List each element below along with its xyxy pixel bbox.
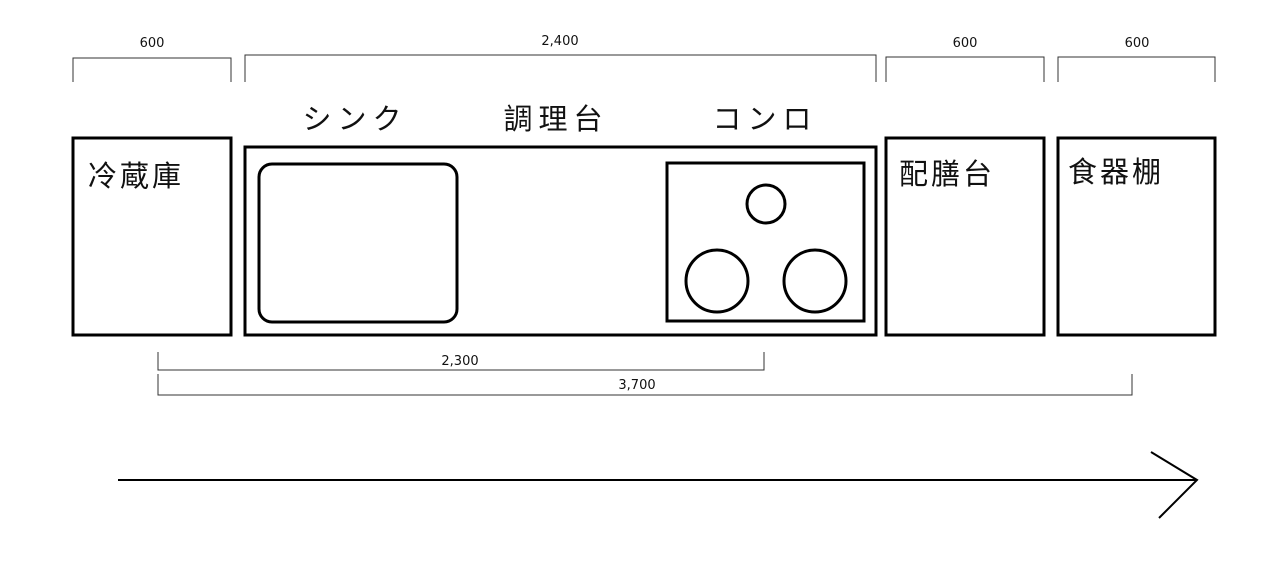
label-fridge: 冷蔵庫 (88, 159, 184, 193)
label-prep-counter: 調理台 (503, 102, 608, 136)
dim-bracket-fridge: 600 (72, 36, 232, 82)
burner-right (782, 248, 848, 314)
dim-label-counter: 2,400 (541, 34, 578, 49)
dim-label-span-sink-to-stove: 2,300 (441, 354, 478, 369)
counter-unit (243, 145, 878, 337)
dim-label-span-fridge-to-cabinet: 3,700 (618, 378, 655, 393)
dish-cabinet-unit: 食器棚 (1056, 136, 1217, 337)
fridge-unit: 冷蔵庫 (71, 136, 233, 337)
label-serving-table: 配膳台 (899, 157, 995, 191)
sink-basin (257, 162, 459, 324)
serving-table-unit: 配膳台 (884, 136, 1046, 337)
dim-label-serving: 600 (953, 36, 978, 51)
dim-span-sink-to-stove: 2,300 (157, 352, 765, 371)
label-sink: シンク (302, 102, 407, 136)
stove-unit (665, 161, 866, 323)
burner-left (684, 248, 750, 314)
dim-label-fridge: 600 (140, 36, 165, 51)
arrow-right-icon (118, 451, 1199, 519)
label-dish-cabinet: 食器棚 (1068, 155, 1164, 189)
label-stove: コンロ (712, 102, 817, 136)
dim-label-cabinet: 600 (1125, 36, 1150, 51)
dim-bracket-serving: 600 (885, 36, 1045, 82)
dim-bracket-cabinet: 600 (1057, 36, 1216, 82)
dim-span-fridge-to-cabinet: 3,700 (157, 374, 1133, 396)
burner-small (745, 183, 787, 225)
dim-bracket-counter: 2,400 (244, 34, 877, 82)
